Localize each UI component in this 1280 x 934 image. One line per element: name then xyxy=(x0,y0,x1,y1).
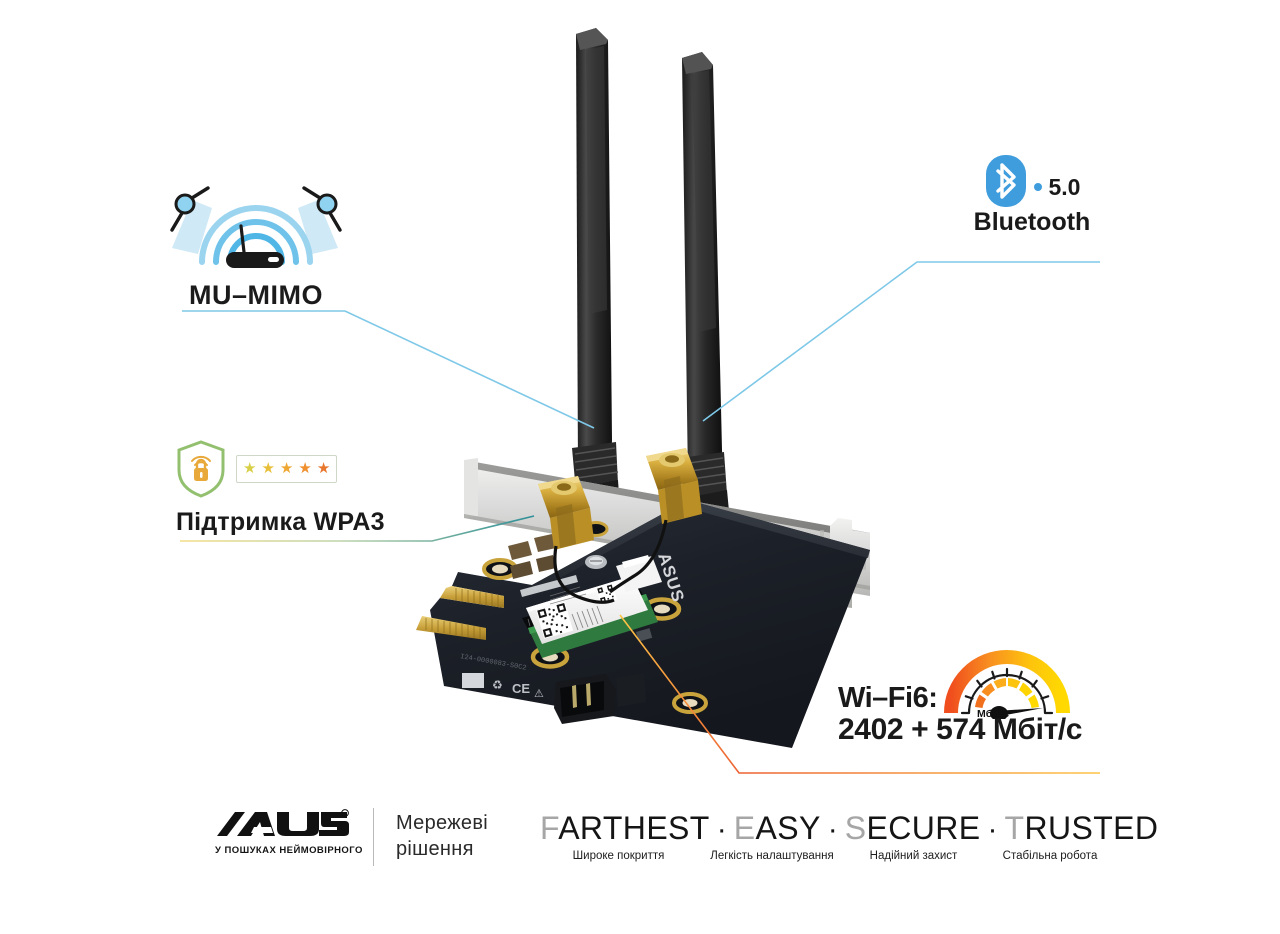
slogan-separator-2: · xyxy=(827,813,838,846)
bluetooth-bullet-icon xyxy=(1033,183,1042,191)
mumimo-label: MU–MIMO xyxy=(189,280,323,310)
slogan-word-easy: EASY xyxy=(734,810,821,847)
slogan-sub-2: Легкість налаштування xyxy=(710,850,834,862)
bluetooth-icon xyxy=(985,155,1026,207)
pcb-regulatory-marks: ♻ CE ⚠ xyxy=(462,673,544,700)
slogan-lead-4: T xyxy=(1004,810,1025,846)
star-1: ★ xyxy=(243,460,257,477)
slogan-sub-3: Надійний захист xyxy=(869,850,958,862)
footer-divider xyxy=(373,808,374,866)
mu-mimo-router-icon xyxy=(226,224,284,268)
mu-mimo-node-right xyxy=(302,186,342,232)
svg-text:⚠: ⚠ xyxy=(534,688,544,700)
slogan-sub-4: Стабільна робота xyxy=(1002,850,1098,862)
wpa3-label: Підтримка WPA3 xyxy=(176,508,385,536)
slogan-sub-1: Широке покриття xyxy=(572,850,665,862)
slogan-rest-1: ARTHEST xyxy=(558,810,710,846)
sma-connector-right xyxy=(609,448,702,594)
m2-qr-code xyxy=(536,601,574,639)
slogan-separator-1: · xyxy=(716,813,727,846)
slogan-lead-2: E xyxy=(733,810,756,846)
mu-mimo-icon xyxy=(170,186,342,268)
mu-mimo-node-left xyxy=(170,186,210,232)
solution-line-2: рішення xyxy=(396,838,474,861)
speedometer-icon: Мбіт/с xyxy=(944,650,1071,719)
bluetooth-version: 5.0 xyxy=(1048,173,1081,200)
antenna-left xyxy=(572,28,620,516)
callout-bluetooth: 5.0 Bluetooth xyxy=(962,155,1102,237)
star-5: ★ xyxy=(316,460,331,477)
slogan-lead-3: S xyxy=(844,810,867,846)
slogan-word-trusted: TRUSTED xyxy=(1005,810,1159,847)
product-image: ASUS I24-0000083-S0C2 ♻ CE ⚠ xyxy=(416,28,870,748)
star-2: ★ xyxy=(261,460,275,477)
callout-wpa3: ★ ★ ★ ★ ★ Підтримка WPA3 xyxy=(176,440,396,537)
slogan-word-farthest: FARTHEST xyxy=(540,810,710,847)
slogan-separator-3: · xyxy=(987,813,998,846)
asus-logo-block: R У ПОШУКАХ НЕЙМОВІРНОГО xyxy=(215,808,365,856)
pcb-screw xyxy=(585,555,607,569)
bluetooth-label: Bluetooth xyxy=(973,208,1091,236)
star-4: ★ xyxy=(298,460,312,477)
callout-mumimo: MU–MIMO xyxy=(168,186,344,311)
asus-tagline: У ПОШУКАХ НЕЙМОВІРНОГО xyxy=(215,845,363,856)
star-3: ★ xyxy=(279,460,294,477)
sma-connector-left xyxy=(538,476,615,604)
gauge-unit-label: Мбіт/с xyxy=(977,708,1009,719)
wifi6-title: Wi–Fi6: xyxy=(838,682,938,714)
registered-mark: R xyxy=(343,812,347,817)
pcie-edge-connector xyxy=(416,586,504,640)
footer-solution-text: Мережеві рішення xyxy=(396,808,488,863)
wifi6-value: 2402 + 574 Мбіт/с xyxy=(838,713,1083,746)
slogan-block: FARTHEST · EASY · SECURE · TRUSTED Широк… xyxy=(540,808,1158,862)
callout-wifi6-speed: Wi–Fi6: xyxy=(838,645,1108,747)
svg-text:CE: CE xyxy=(512,681,530,696)
slogan-lead-1: F xyxy=(540,810,559,846)
slogan-rest-4: RUSTED xyxy=(1024,810,1159,846)
shield-lock-icon xyxy=(177,440,225,498)
solution-line-1: Мережеві xyxy=(396,812,488,834)
footer-brand-bar: R У ПОШУКАХ НЕЙМОВІРНОГО Мережеві рішенн… xyxy=(0,800,1280,890)
svg-text:♻: ♻ xyxy=(492,678,503,692)
slogan-word-secure: SECURE xyxy=(845,810,981,847)
asus-logo: R xyxy=(217,809,349,836)
slogan-rest-3: ECURE xyxy=(866,810,981,846)
slogan-rest-2: ASY xyxy=(755,810,821,846)
wpa3-star-rating: ★ ★ ★ ★ ★ xyxy=(236,455,338,483)
